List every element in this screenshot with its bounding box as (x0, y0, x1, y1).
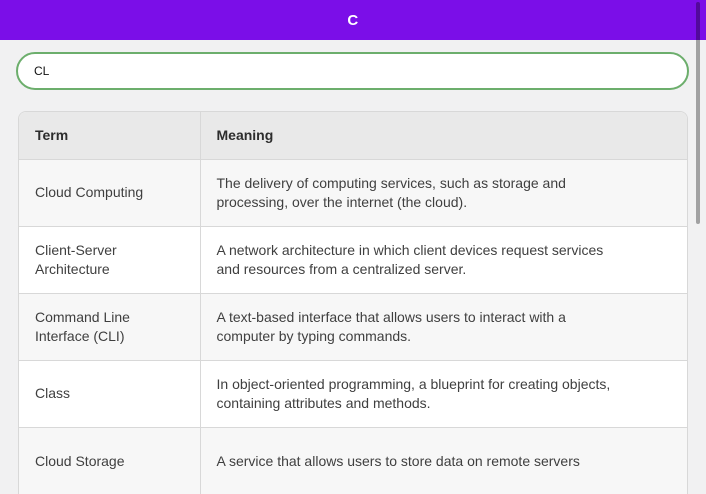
meaning-cell: A text-based interface that allows users… (199, 292, 687, 360)
meaning-cell: A network architecture in which client d… (199, 225, 687, 293)
app-bar: C (0, 0, 706, 40)
meaning-column-header: Meaning (199, 112, 687, 159)
table-row: Client-Server Architecture A network arc… (19, 225, 687, 293)
term-cell: Command Line Interface (CLI) (19, 292, 200, 360)
term-cell: Client-Server Architecture (19, 225, 200, 293)
term-cell: Cloud Computing (19, 158, 200, 226)
page-title: C (347, 11, 359, 29)
search-input[interactable] (16, 52, 689, 90)
term-cell: Cloud Storage (19, 426, 200, 494)
table-header-row: Term Meaning (19, 112, 687, 159)
table-row: Command Line Interface (CLI) A text-base… (19, 292, 687, 360)
term-cell: Class (19, 359, 200, 427)
glossary-table: Term Meaning Cloud Computing The deliver… (18, 111, 688, 494)
meaning-cell: In object-oriented programming, a bluepr… (199, 359, 687, 427)
table-row: Cloud Computing The delivery of computin… (19, 158, 687, 226)
table-row: Cloud Storage A service that allows user… (19, 426, 687, 494)
meaning-cell: A service that allows users to store dat… (199, 426, 687, 494)
term-column-header: Term (19, 112, 200, 159)
scrollbar-thumb[interactable] (696, 2, 700, 224)
search-bar (0, 40, 706, 90)
meaning-cell: The delivery of computing services, such… (199, 158, 687, 226)
table-row: Class In object-oriented programming, a … (19, 359, 687, 427)
